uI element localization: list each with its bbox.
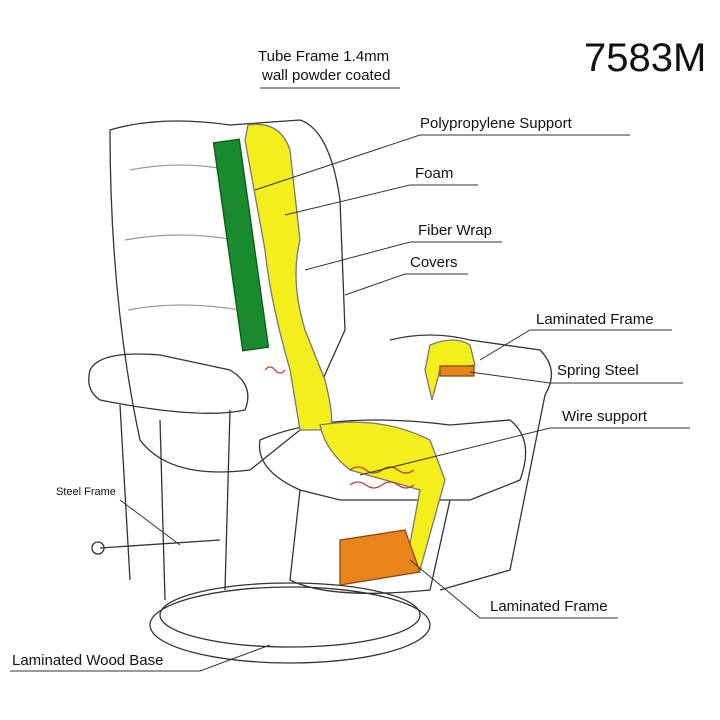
recline-lever bbox=[99, 539, 221, 549]
label-spring-steel: Spring Steel bbox=[557, 362, 639, 379]
tube-frame bbox=[212, 138, 270, 352]
label-polypropylene: Polypropylene Support bbox=[420, 115, 572, 132]
left-armrest bbox=[88, 353, 249, 414]
model-number: 7583M bbox=[584, 36, 707, 80]
wood-base bbox=[149, 586, 431, 664]
laminated-frame-seat bbox=[339, 529, 421, 586]
laminated-frame-arm bbox=[439, 365, 475, 377]
label-laminated-frame-seat: Laminated Frame bbox=[490, 598, 608, 615]
label-steel-frame: Steel Frame bbox=[56, 486, 116, 498]
right-armrest bbox=[389, 334, 552, 591]
label-laminated-frame-arm: Laminated Frame bbox=[536, 311, 654, 328]
label-wood-base: Laminated Wood Base bbox=[12, 652, 164, 669]
chair-back bbox=[109, 119, 346, 473]
label-tube-frame-line2: wall powder coated bbox=[262, 67, 391, 84]
label-foam: Foam bbox=[415, 165, 454, 182]
foam-seat bbox=[319, 421, 446, 571]
foam-arm bbox=[424, 339, 476, 401]
label-fiber-wrap: Fiber Wrap bbox=[418, 222, 492, 239]
label-tube-frame-line1: Tube Frame 1.4mm bbox=[258, 48, 390, 65]
foam-back bbox=[244, 123, 333, 431]
label-covers: Covers bbox=[410, 254, 458, 271]
label-wire-support: Wire support bbox=[562, 408, 648, 425]
